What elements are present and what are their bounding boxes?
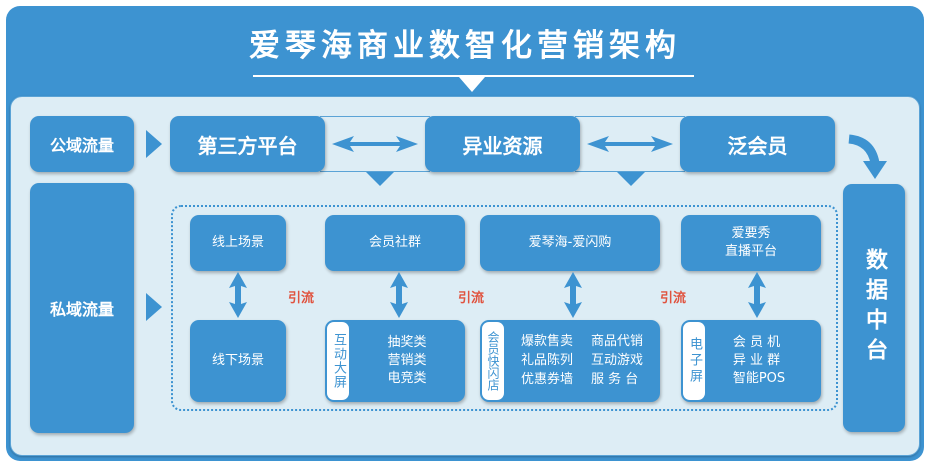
interactive-screen-item: 营销类 bbox=[387, 353, 427, 368]
flash-store-item: 互动游戏 bbox=[591, 353, 644, 368]
double-arrow-vertical-icon bbox=[390, 272, 408, 318]
title-divider bbox=[253, 75, 694, 77]
cross-industry-label: 异业资源 bbox=[462, 133, 543, 158]
flow-label: 引流 bbox=[660, 291, 687, 306]
private-arrow-icon bbox=[146, 293, 162, 321]
cross-industry-box: 异业资源 bbox=[425, 116, 580, 172]
third-party-platform-label: 第三方平台 bbox=[197, 133, 298, 158]
flash-store-item: 商品代销 bbox=[591, 334, 644, 349]
data-center-box: 数据中台 bbox=[843, 184, 905, 432]
flow-label: 引流 bbox=[458, 291, 485, 306]
interactive-screen-item: 电竞类 bbox=[387, 371, 427, 386]
double-arrow-vertical-icon bbox=[748, 272, 766, 318]
flash-store-item: 爆款售卖 bbox=[520, 334, 573, 349]
interactive-screen-box: 互动大屏 抽奖类 营销类 电竞类 bbox=[325, 320, 465, 402]
double-arrow-horizontal-icon bbox=[587, 136, 673, 152]
member-community-box: 会员社群 bbox=[325, 215, 465, 271]
member-community-label: 会员社群 bbox=[368, 235, 421, 250]
flow-label: 引流 bbox=[288, 291, 315, 306]
livestream-platform-line-2: 直播平台 bbox=[724, 244, 777, 259]
flash-buy-box: 爱琴海-爱闪购 bbox=[480, 215, 660, 271]
double-arrow-vertical-icon bbox=[564, 272, 582, 318]
flash-store-box: 会员快闪店 爆款售卖 商品代销 礼品陈列 互动游戏 优惠券墙 服 务 台 bbox=[480, 320, 660, 402]
e-screen-item: 会 员 机 bbox=[732, 335, 781, 350]
private-traffic-box: 私域流量 bbox=[30, 183, 134, 433]
e-screen-item: 智能POS bbox=[732, 371, 786, 386]
e-screen-item: 异 业 群 bbox=[732, 353, 781, 368]
interactive-screen-tag: 互动大屏 bbox=[327, 322, 349, 400]
flash-store-item: 服 务 台 bbox=[591, 372, 639, 387]
flash-store-tag: 会员快闪店 bbox=[482, 322, 504, 400]
online-scene-box: 线上场景 bbox=[190, 215, 286, 271]
online-scene-label: 线上场景 bbox=[211, 235, 264, 250]
offline-scene-label: 线下场景 bbox=[211, 353, 264, 368]
flash-buy-label: 爱琴海-爱闪购 bbox=[528, 235, 612, 250]
livestream-platform-line-1: 爱要秀 bbox=[731, 226, 771, 241]
private-domain-container bbox=[171, 205, 838, 411]
flash-store-item: 礼品陈列 bbox=[520, 353, 573, 368]
public-arrow-icon bbox=[146, 130, 162, 158]
e-screen-box: 电子屏 会 员 机 异 业 群 智能POS bbox=[681, 320, 821, 402]
offline-scene-box: 线下场景 bbox=[190, 320, 286, 402]
livestream-platform-box: 爱要秀 直播平台 bbox=[681, 215, 821, 271]
title-down-triangle-icon bbox=[459, 77, 485, 92]
e-screen-tag: 电子屏 bbox=[683, 322, 705, 400]
double-arrow-vertical-icon bbox=[229, 272, 247, 318]
down-triangle-icon bbox=[366, 172, 394, 186]
private-traffic-label: 私域流量 bbox=[49, 300, 114, 319]
curved-arrow-down-icon bbox=[848, 134, 887, 179]
double-arrow-horizontal-icon bbox=[332, 136, 418, 152]
public-traffic-label: 公域流量 bbox=[49, 136, 114, 155]
down-triangle-icon bbox=[617, 172, 645, 186]
third-party-platform-box: 第三方平台 bbox=[170, 116, 325, 172]
pan-member-box: 泛会员 bbox=[680, 116, 835, 172]
data-center-label: 数据中台 bbox=[862, 248, 887, 368]
page-title: 爱琴海商业数智化营销架构 bbox=[249, 28, 681, 64]
pan-member-label: 泛会员 bbox=[727, 133, 788, 158]
interactive-screen-item: 抽奖类 bbox=[387, 335, 427, 350]
flash-store-item: 优惠券墙 bbox=[520, 372, 573, 387]
public-traffic-box: 公域流量 bbox=[30, 116, 134, 172]
